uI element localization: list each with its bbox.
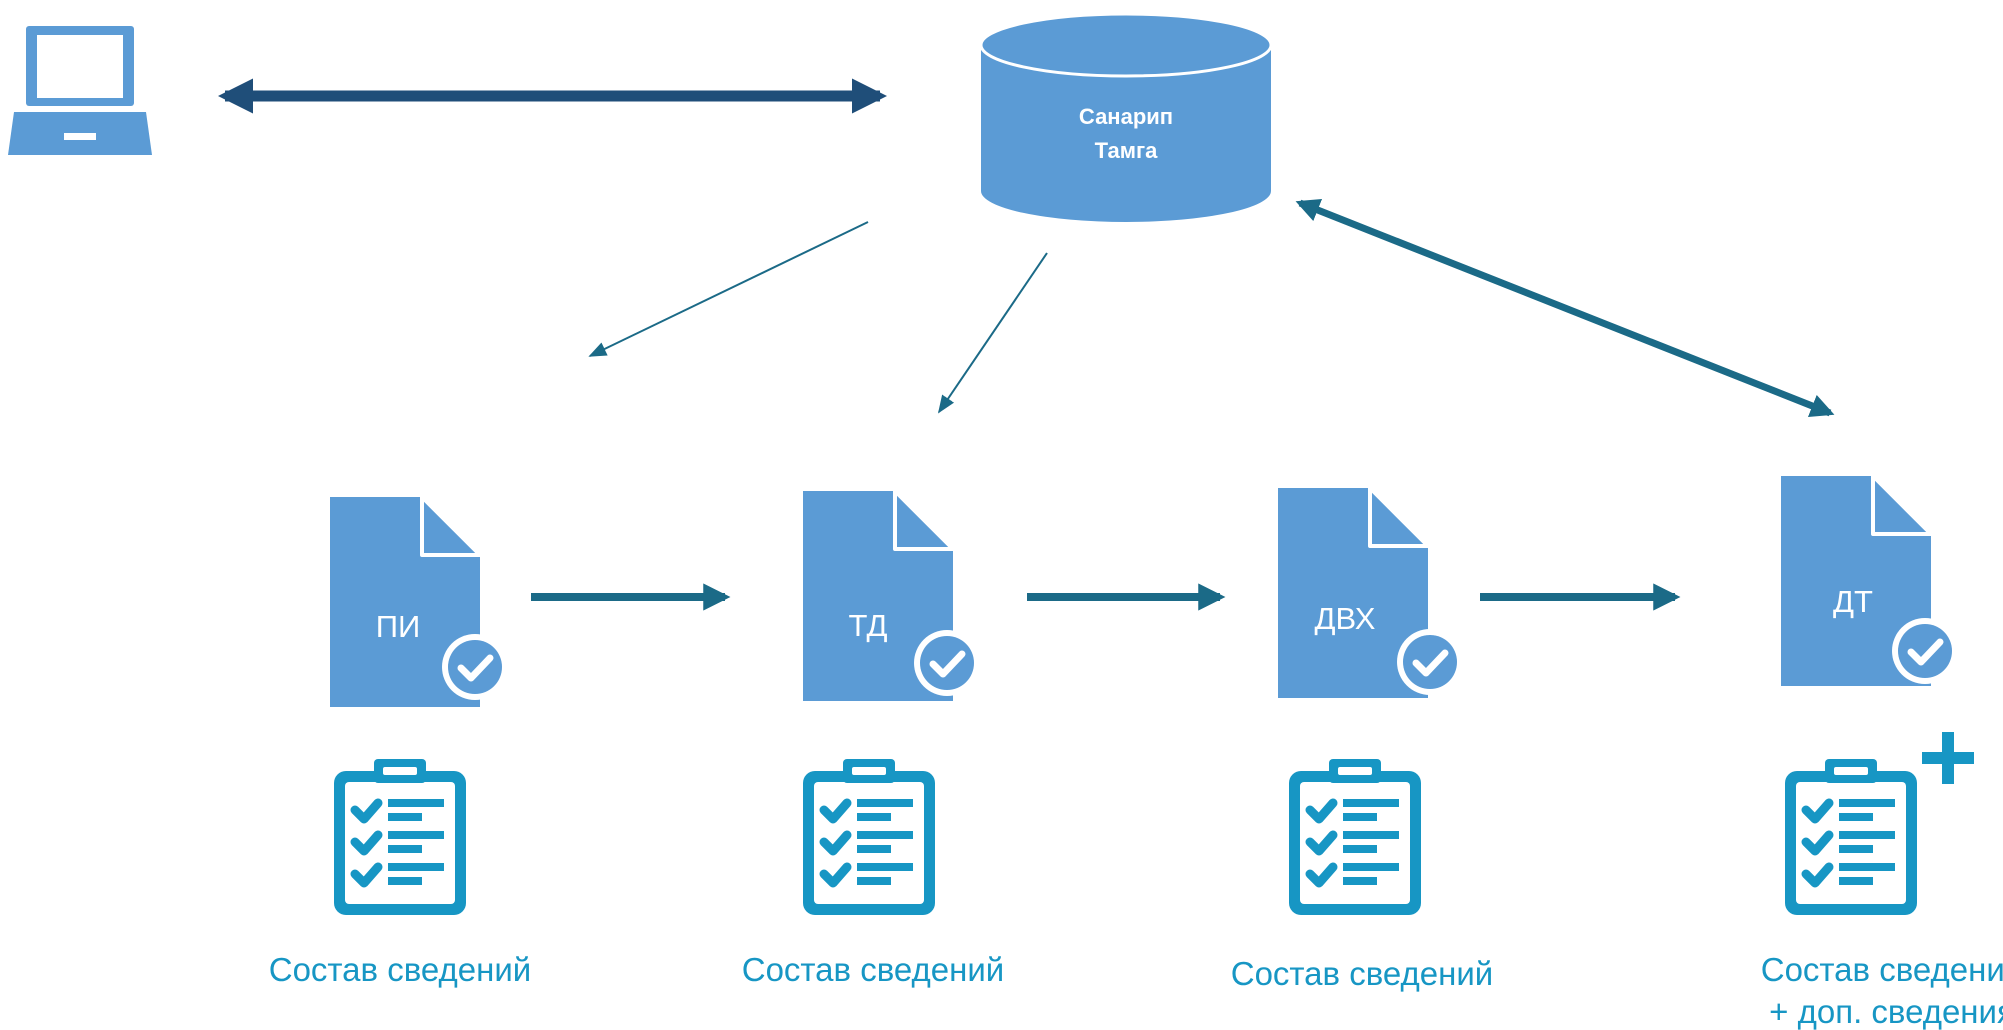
- check-circle-icon: [442, 634, 508, 700]
- clipboard-checklist-icon: [334, 759, 466, 915]
- document-code: ПИ: [376, 609, 421, 644]
- caption-dt: Состав сведений: [1761, 951, 2003, 988]
- database-label-line2: Тамга: [1095, 138, 1159, 163]
- caption-td: Состав сведений: [742, 951, 1004, 988]
- document-code: ДВХ: [1315, 601, 1376, 636]
- caption-dt-extra: + доп. сведения: [1769, 993, 2003, 1030]
- document-dvh: ДВХ: [1278, 488, 1463, 698]
- database-to-td-arrow: [937, 252, 1048, 414]
- clipboard-checklist-icon: [803, 759, 935, 915]
- plus-icon: [1922, 732, 1974, 784]
- document-code: ДТ: [1833, 584, 1873, 619]
- check-circle-icon: [1397, 629, 1463, 695]
- document-dt: ДТ: [1781, 476, 1958, 686]
- clipboard-checklist-icon: [1785, 759, 1917, 915]
- check-circle-icon: [914, 630, 980, 696]
- database-to-pi-arrow: [588, 221, 869, 357]
- document-code: ТД: [849, 608, 888, 643]
- caption-pi: Состав сведений: [269, 951, 531, 988]
- clipboard-checklist-icon: [1289, 759, 1421, 915]
- database-label-line1: Санарип: [1079, 104, 1173, 129]
- database-dt-arrow: [1295, 198, 1835, 418]
- caption-dvh: Состав сведений: [1231, 955, 1493, 992]
- document-pi: ПИ: [330, 497, 508, 707]
- check-circle-icon: [1892, 618, 1958, 684]
- database-cylinder: Санарип Тамга: [979, 12, 1273, 222]
- document-td: ТД: [803, 491, 980, 701]
- laptop-icon: [8, 26, 152, 155]
